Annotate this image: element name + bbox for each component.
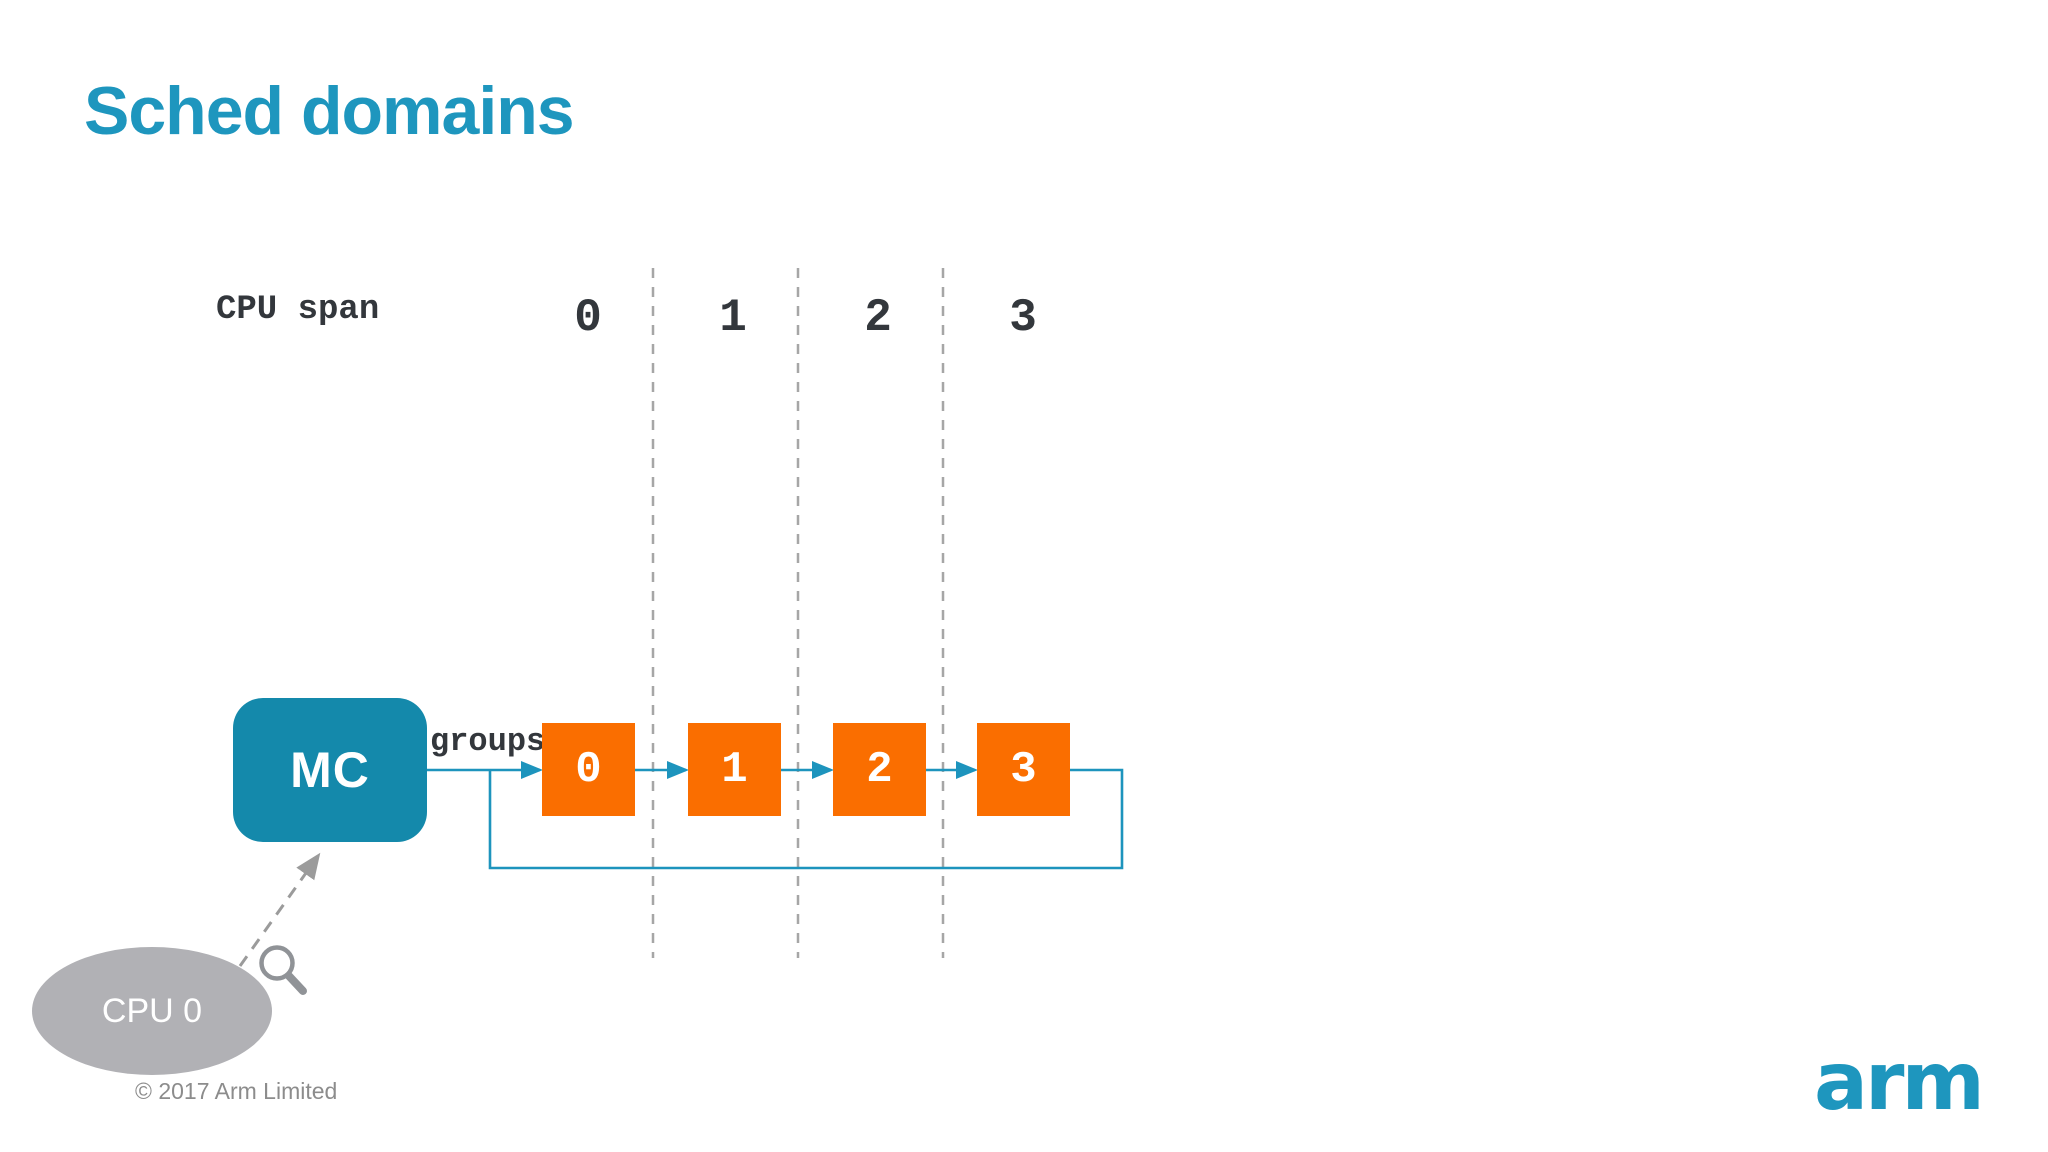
cpu0-label: CPU 0	[101, 991, 203, 1030]
sched-group-label: 3	[1010, 744, 1037, 795]
page-title: Sched domains	[84, 73, 575, 149]
sched-group-box-3: 3	[977, 723, 1070, 816]
sched-group-label: 2	[866, 744, 893, 795]
cpu0-to-mc-dashed-arrow	[238, 852, 321, 967]
cpu-column-label-1: 1	[719, 292, 747, 344]
mc-domain-label: MC	[290, 742, 370, 798]
cpu-column-label-0: 0	[574, 292, 602, 344]
arm-logo: arm	[1814, 1035, 1985, 1128]
cpu-column-label-3: 3	[1009, 292, 1037, 344]
cpu0-node: CPU 0	[32, 947, 272, 1075]
groups-label: groups	[430, 723, 546, 760]
sched-group-label: 1	[721, 744, 748, 795]
sched-group-label: 0	[575, 744, 602, 795]
search-icon	[259, 945, 307, 995]
mc-domain-box: MC	[233, 698, 427, 842]
sched-group-box-0: 0	[542, 723, 635, 816]
cpu-span-label: CPU span	[216, 291, 380, 329]
sched-group-box-2: 2	[833, 723, 926, 816]
sched-group-box-1: 1	[688, 723, 781, 816]
cpu-column-label-2: 2	[864, 292, 892, 344]
copyright-text: © 2017 Arm Limited	[135, 1078, 338, 1104]
